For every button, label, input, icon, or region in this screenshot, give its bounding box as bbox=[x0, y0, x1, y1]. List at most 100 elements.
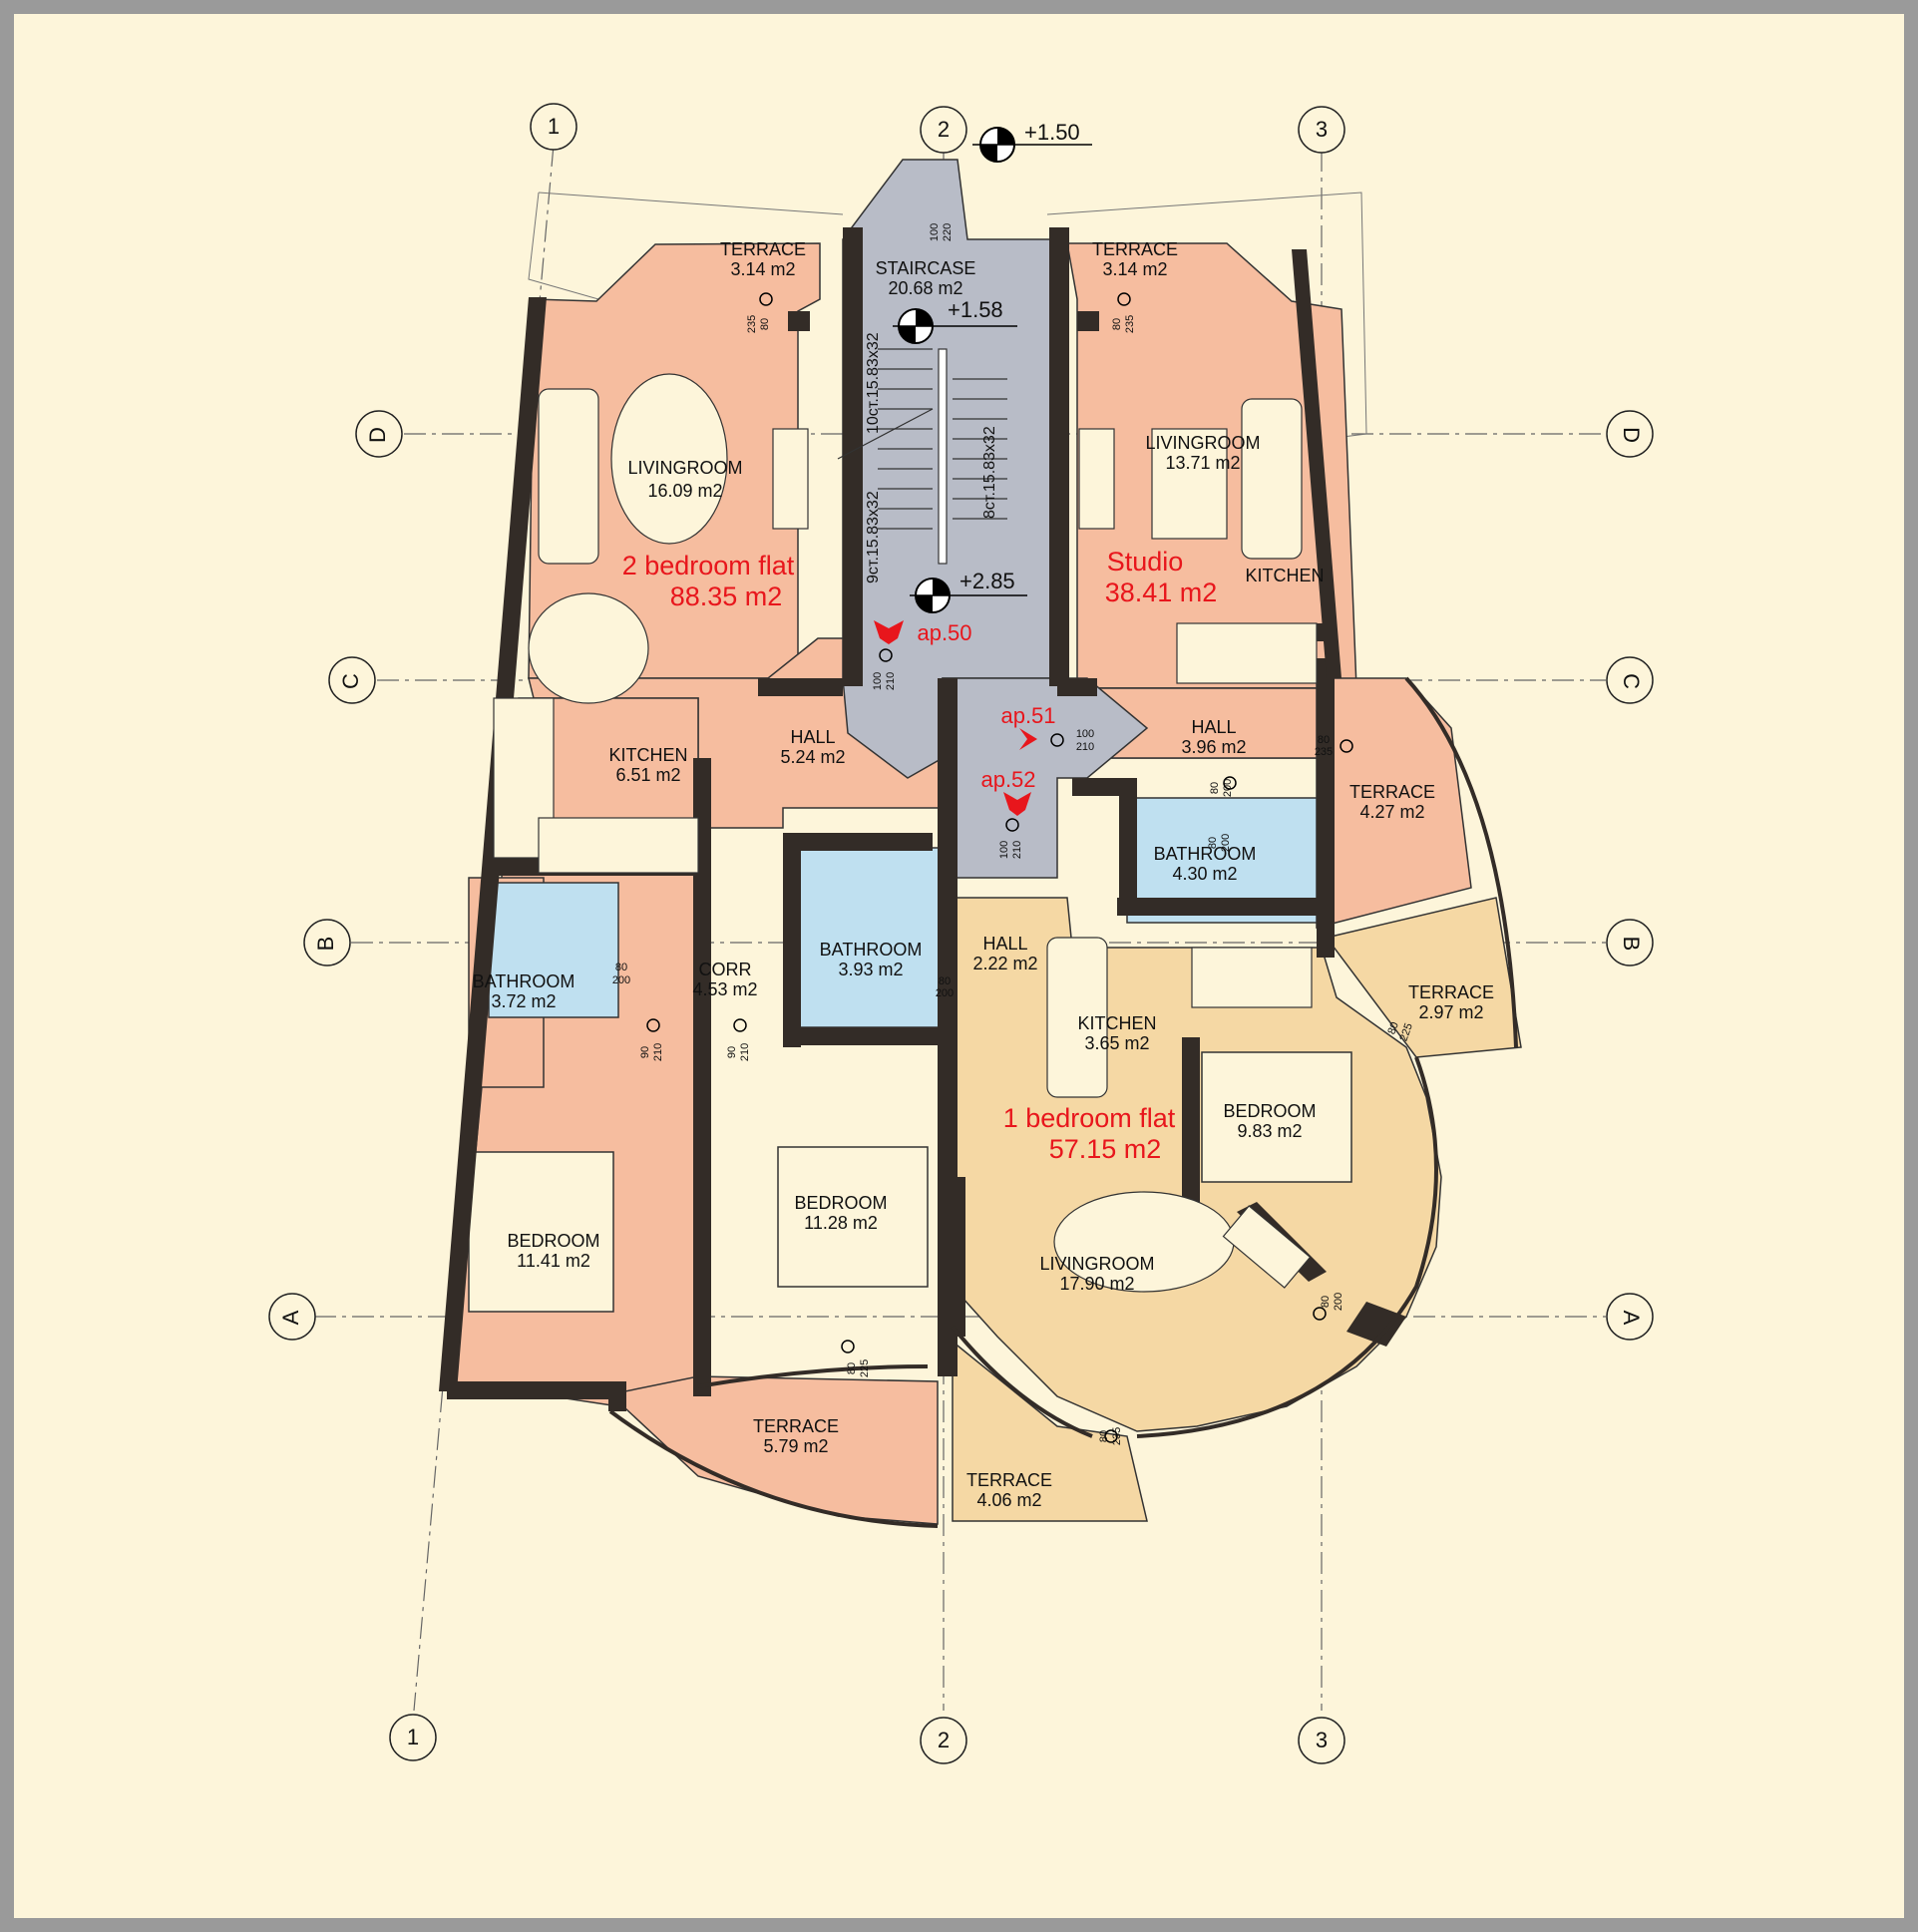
room-name-terrace-e: TERRACE bbox=[1349, 782, 1435, 802]
door-size-w-4: 100 bbox=[1076, 728, 1094, 740]
room-area-bedroom-1bed: 9.83 m2 bbox=[1237, 1121, 1302, 1141]
door-size-h-5: 210 bbox=[1011, 841, 1023, 859]
room-name-bedroom-2bed-east: BEDROOM bbox=[794, 1193, 887, 1213]
flat-area-1bed: 57.15 m2 bbox=[1049, 1134, 1162, 1164]
room-area-terrace-e: 4.27 m2 bbox=[1359, 802, 1424, 822]
room-name-corr: CORR bbox=[699, 960, 752, 979]
door-size-h-14: 225 bbox=[1397, 1021, 1415, 1042]
door-size-w-6: 80 bbox=[1318, 734, 1330, 746]
door-size-w-1: 80 bbox=[759, 318, 771, 330]
room-area-bedroom-2bed-west: 11.41 m2 bbox=[517, 1251, 590, 1271]
axis-top-1: 1 bbox=[548, 114, 560, 139]
axis-left-d: D bbox=[365, 427, 390, 443]
axis-bottom-3: 3 bbox=[1316, 1728, 1328, 1752]
room-name-bedroom-2bed-west: BEDROOM bbox=[507, 1231, 599, 1251]
axis-right-a: A bbox=[1619, 1311, 1644, 1326]
door-size-h-6: 235 bbox=[1315, 746, 1333, 758]
room-name-terrace-nw: TERRACE bbox=[720, 239, 806, 259]
room-area-terrace-sw: 5.79 m2 bbox=[763, 1436, 828, 1456]
door-tag-markers bbox=[646, 292, 1353, 1443]
stair-flight-2: 10ст.15.83x32 bbox=[865, 332, 882, 434]
ap-label-52: ap.52 bbox=[980, 767, 1035, 792]
stair-treads bbox=[837, 348, 1007, 565]
axis-top-2: 2 bbox=[938, 117, 950, 142]
door-size-h-2: 235 bbox=[1124, 315, 1136, 333]
flat-area-studio: 38.41 m2 bbox=[1105, 578, 1218, 607]
curved-walls bbox=[608, 676, 1518, 1528]
furniture bbox=[493, 373, 1318, 1293]
room-area-corr: 4.53 m2 bbox=[692, 979, 757, 999]
room-name-kitchen-1bed: KITCHEN bbox=[1077, 1013, 1156, 1033]
axis-bottom-1: 1 bbox=[407, 1725, 419, 1749]
axis-right-d: D bbox=[1619, 427, 1644, 443]
room-area-bathroom-1bed: 3.93 m2 bbox=[838, 960, 903, 979]
room-area-livingroom-2bed: 16.09 m2 bbox=[647, 481, 722, 501]
door-size-h-10: 210 bbox=[652, 1043, 664, 1061]
room-area-terrace-s: 4.06 m2 bbox=[976, 1490, 1041, 1510]
bedroom-furniture-zones bbox=[468, 1051, 1352, 1313]
room-area-bathroom-2bed: 3.72 m2 bbox=[491, 991, 556, 1011]
room-area-hall-studio: 3.96 m2 bbox=[1181, 737, 1246, 757]
door-size-h-9: 200 bbox=[936, 987, 954, 999]
stair-flight-3: 8ст.15.83x32 bbox=[981, 426, 998, 519]
entry-arrows bbox=[874, 620, 1037, 816]
door-size-w-0: 100 bbox=[929, 223, 941, 241]
axis-right-b: B bbox=[1619, 937, 1644, 952]
room-area-livingroom-studio: 13.71 m2 bbox=[1165, 453, 1240, 473]
level-label-1: +1.50 bbox=[1024, 120, 1080, 145]
axis-left-b: B bbox=[313, 937, 338, 952]
axis-bottom-2: 2 bbox=[938, 1728, 950, 1752]
door-size-h-8: 200 bbox=[612, 974, 630, 986]
axis-left-a: A bbox=[278, 1310, 303, 1325]
room-name-livingroom-1bed: LIVINGROOM bbox=[1039, 1254, 1154, 1274]
room-area-kitchen-2bed: 6.51 m2 bbox=[615, 765, 680, 785]
room-area-terrace-se: 2.97 m2 bbox=[1418, 1002, 1483, 1022]
room-name-terrace-ne: TERRACE bbox=[1092, 239, 1178, 259]
door-size-w-7: 80 bbox=[1209, 782, 1221, 794]
room-name-kitchen-studio: KITCHEN bbox=[1245, 566, 1324, 585]
stair-flight-1: 9ст.15.83x32 bbox=[865, 491, 882, 583]
door-size-h-11: 210 bbox=[739, 1043, 751, 1061]
room-name-livingroom-studio: LIVINGROOM bbox=[1145, 433, 1260, 453]
door-size-h-0: 220 bbox=[942, 223, 954, 241]
room-name-bathroom-2bed: BATHROOM bbox=[473, 971, 575, 991]
room-name-staircase: STAIRCASE bbox=[876, 258, 976, 278]
level-marker-icons bbox=[893, 127, 1092, 613]
room-name-hall-studio: HALL bbox=[1191, 717, 1236, 737]
door-size-h-3: 210 bbox=[885, 672, 897, 690]
axis-right-c: C bbox=[1619, 673, 1644, 689]
axis-bubbles bbox=[268, 103, 1654, 1764]
door-size-w-12: 80 bbox=[1320, 1296, 1332, 1308]
room-name-bathroom-1bed: BATHROOM bbox=[820, 940, 923, 960]
room-name-hall-1bed: HALL bbox=[982, 934, 1027, 954]
flat-name-2bed: 2 bedroom flat bbox=[622, 551, 795, 580]
flat-name-1bed: 1 bedroom flat bbox=[1003, 1103, 1176, 1133]
room-area-kitchen-1bed: 3.65 m2 bbox=[1084, 1033, 1149, 1053]
door-size-w-11: 90 bbox=[726, 1046, 738, 1058]
room-name-bedroom-1bed: BEDROOM bbox=[1223, 1101, 1316, 1121]
ap-label-50: ap.50 bbox=[917, 620, 971, 645]
door-size-w-10: 90 bbox=[639, 1046, 651, 1058]
room-name-terrace-s: TERRACE bbox=[966, 1470, 1052, 1490]
door-size-w-14: 80 bbox=[1385, 1020, 1400, 1036]
door-size-h-16: 235 bbox=[1111, 1427, 1123, 1445]
room-name-hall-2bed: HALL bbox=[790, 727, 835, 747]
door-size-w-9: 80 bbox=[939, 975, 951, 987]
flat-name-studio: Studio bbox=[1107, 547, 1184, 577]
door-size-w-15: 80 bbox=[1207, 837, 1219, 849]
room-area-hall-1bed: 2.22 m2 bbox=[972, 954, 1037, 973]
door-size-h-15: 200 bbox=[1220, 834, 1232, 852]
room-area-terrace-nw: 3.14 m2 bbox=[730, 259, 795, 279]
room-name-bathroom-studio: BATHROOM bbox=[1154, 844, 1257, 864]
door-size-w-13: 80 bbox=[846, 1362, 858, 1374]
door-size-h-12: 200 bbox=[1333, 1293, 1344, 1311]
door-size-h-4: 210 bbox=[1076, 741, 1094, 753]
door-size-h-1: 235 bbox=[746, 315, 758, 333]
door-size-h-13: 225 bbox=[859, 1359, 871, 1377]
door-size-w-3: 100 bbox=[872, 672, 884, 690]
ap-label-51: ap.51 bbox=[1000, 703, 1055, 728]
door-size-h-7: 200 bbox=[1222, 779, 1234, 797]
axis-left-c: C bbox=[338, 673, 363, 689]
room-area-livingroom-1bed: 17.90 m2 bbox=[1059, 1274, 1134, 1294]
